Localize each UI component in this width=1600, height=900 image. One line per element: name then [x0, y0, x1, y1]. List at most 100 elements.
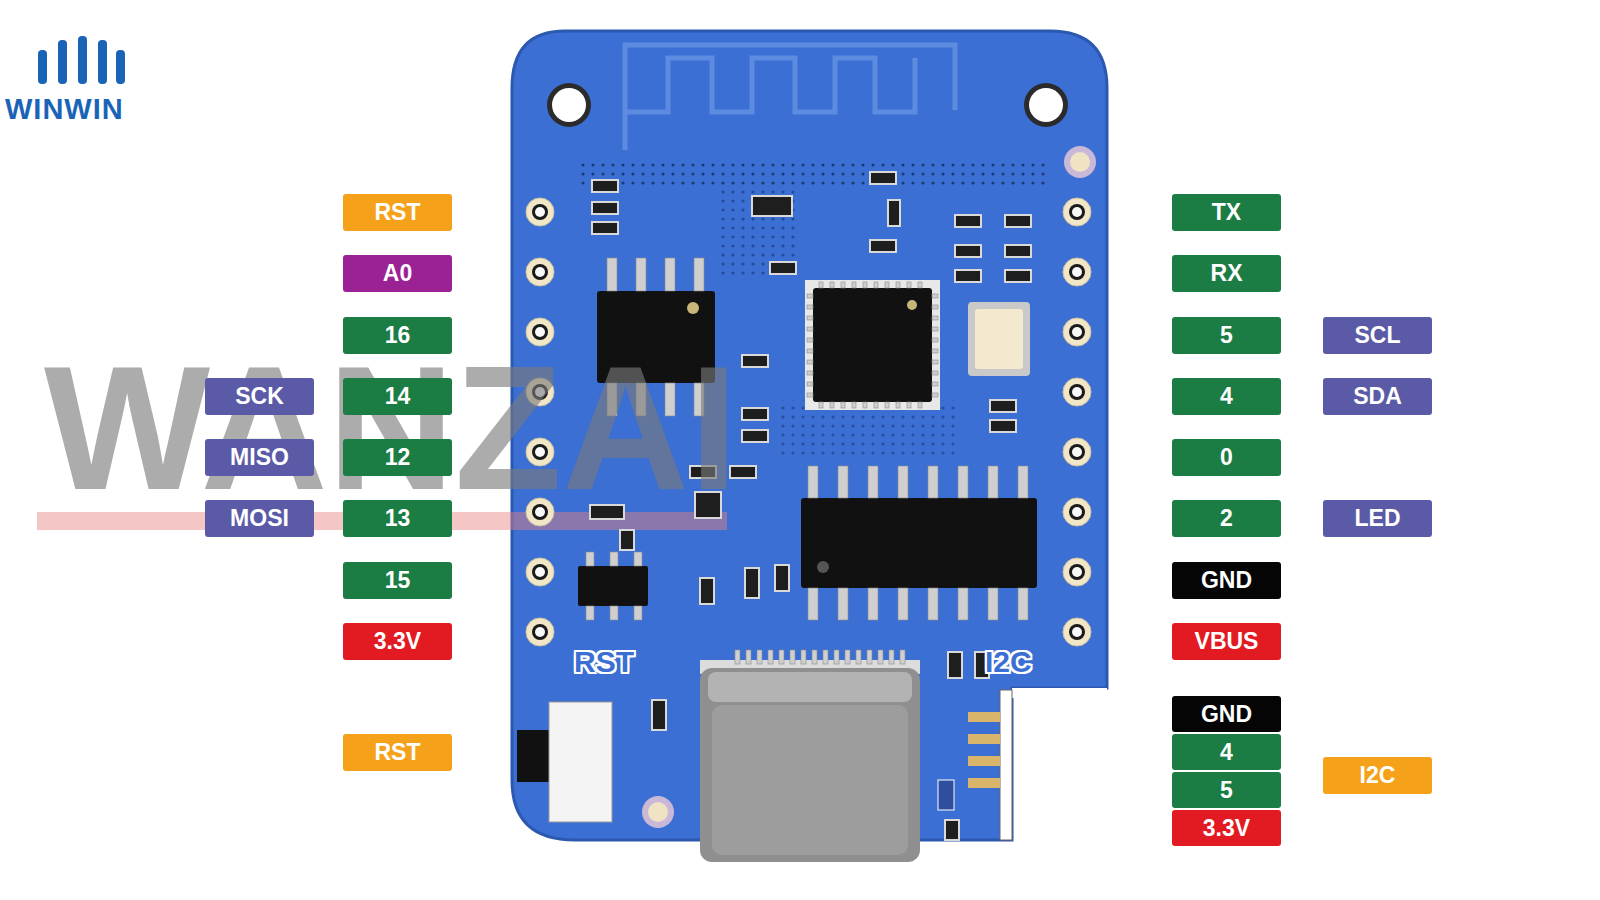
chip-leg: [874, 402, 878, 408]
chip-leg: [932, 327, 938, 331]
mount-hole: [1029, 88, 1063, 122]
mount-hole: [552, 88, 586, 122]
pin-label: 3.3V: [1172, 810, 1281, 846]
chip-leg: [819, 282, 823, 288]
pin-name: VBUS: [1195, 630, 1259, 653]
chip-leg: [807, 305, 813, 309]
pin-name: GND: [1201, 703, 1252, 726]
chip-leg: [928, 466, 938, 498]
board-notch: [1012, 688, 1107, 698]
smd-component: [700, 578, 714, 604]
chip-leg: [586, 606, 594, 620]
chip-leg: [898, 588, 908, 620]
smd-component: [745, 568, 759, 598]
pin-label: 4: [1172, 734, 1281, 770]
chip-leg: [746, 650, 751, 664]
chip-leg: [779, 650, 784, 664]
esp8266-chip: [805, 280, 940, 410]
chip-leg: [932, 338, 938, 342]
chip-leg: [807, 294, 813, 298]
chip-leg: [768, 650, 773, 664]
smd-component: [770, 262, 796, 274]
chip-leg: [867, 650, 872, 664]
smd-component: [955, 215, 981, 227]
chip-leg: [896, 402, 900, 408]
test-pad: [1070, 152, 1090, 172]
chip-leg: [932, 393, 938, 397]
pin-name: 13: [385, 507, 411, 530]
chip-leg: [841, 282, 845, 288]
smd-component: [870, 240, 896, 252]
chip-leg: [807, 338, 813, 342]
chip-leg: [610, 606, 618, 620]
chip-leg: [988, 588, 998, 620]
pin-label: 13: [343, 500, 452, 537]
smd-component: [592, 180, 618, 192]
chip-leg: [735, 650, 740, 664]
chip-leg: [918, 282, 922, 288]
chip-leg: [885, 282, 889, 288]
pin-name: MISO: [230, 446, 289, 469]
header-hole: [526, 198, 554, 226]
smd-component: [742, 430, 768, 442]
smd-component: [945, 820, 959, 840]
smd-component: [990, 420, 1016, 432]
chip-leg: [819, 402, 823, 408]
smd-component: [752, 196, 792, 216]
chip-leg: [841, 402, 845, 408]
pin-name: RST: [375, 201, 421, 224]
pin-label: VBUS: [1172, 623, 1281, 660]
chip-leg: [636, 258, 646, 291]
chip-leg: [807, 360, 813, 364]
smd-component: [592, 222, 618, 234]
pin-label: RX: [1172, 255, 1281, 292]
header-hole: [1063, 198, 1091, 226]
chip-leg: [823, 650, 828, 664]
chip-leg: [900, 650, 905, 664]
smd-component: [652, 700, 666, 730]
reset-button: [517, 702, 612, 822]
pin-name: 4: [1220, 741, 1233, 764]
chip-leg: [694, 258, 704, 291]
chip-leg: [807, 327, 813, 331]
pin-name: 5: [1220, 779, 1233, 802]
pin-label: 12: [343, 439, 452, 476]
chip-leg: [932, 305, 938, 309]
pin-label: 5: [1172, 772, 1281, 808]
pin-name: SDA: [1353, 385, 1402, 408]
pin-label: RST: [343, 194, 452, 231]
chip-leg: [868, 588, 878, 620]
chip-leg: [634, 552, 642, 566]
header-hole: [526, 618, 554, 646]
smd-component: [990, 400, 1016, 412]
via-field: [720, 190, 800, 280]
pin-name: 0: [1220, 446, 1233, 469]
smd-component: [1005, 215, 1031, 227]
mount-hole: [1024, 83, 1068, 127]
pin-name: 16: [385, 324, 411, 347]
chip-leg: [838, 588, 848, 620]
chip-leg: [830, 282, 834, 288]
chip-leg: [878, 650, 883, 664]
pin-label: 2: [1172, 500, 1281, 537]
chip-leg: [808, 466, 818, 498]
smd-component: [888, 200, 900, 226]
pin-label: 15: [343, 562, 452, 599]
chip-leg: [874, 282, 878, 288]
chip-leg: [852, 282, 856, 288]
pin-label: I2C: [1323, 757, 1432, 794]
usb-c-connector: [700, 660, 920, 862]
pin-name: TX: [1212, 201, 1241, 224]
pin-name: RX: [1211, 262, 1243, 285]
crystal: [968, 302, 1030, 376]
antenna-trace: [625, 45, 955, 150]
chip-leg: [958, 588, 968, 620]
logo-text: WINWIN: [5, 95, 124, 124]
pin-name: 5: [1220, 324, 1233, 347]
chip-leg: [634, 606, 642, 620]
silkscreen-label: I2C: [985, 647, 1032, 677]
pin-label: RST: [343, 734, 452, 771]
chip-leg: [807, 316, 813, 320]
chip-leg: [610, 552, 618, 566]
chip-leg: [808, 588, 818, 620]
